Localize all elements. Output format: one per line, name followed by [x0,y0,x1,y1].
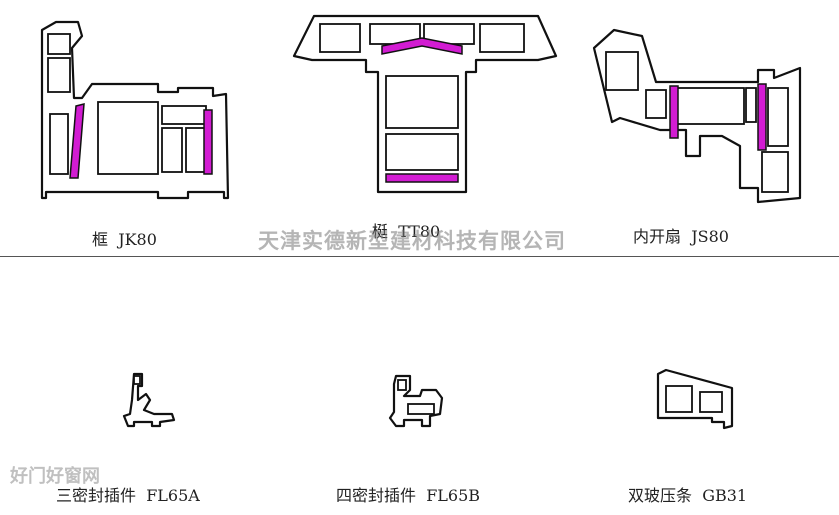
frame-code: JK80 [118,230,157,249]
mullion-name: 梃 [372,222,389,241]
insert-b-code: FL65B [426,486,481,505]
frame-profile-jk80 [40,20,230,200]
insert-profile-fl65b [388,374,444,428]
mullion-code: TT80 [398,222,441,241]
glazing-bead-name: 双玻压条 [628,486,693,505]
insert-profile-fl65a [122,372,176,428]
frame-name: 框 [92,230,109,249]
section-divider [0,256,839,257]
insert-a-name: 三密封插件 [56,486,137,505]
sash-code: JS80 [691,227,729,246]
sash-profile-js80 [592,28,802,204]
glazing-bead-gb31 [656,368,734,430]
company-watermark: 天津实德新型建材科技有限公司 [258,229,566,253]
glazing-bead-code: GB31 [702,486,748,505]
sash-caption: 内开扇 JS80 [633,223,729,247]
insert-b-name: 四密封插件 [336,486,417,505]
insert-b-caption: 四密封插件 FL65B [336,482,480,506]
glazing-bead-caption: 双玻压条 GB31 [628,482,747,506]
mullion-profile [292,14,558,194]
mullion-caption: 梃 TT80 [372,218,440,242]
frame-caption: 框 JK80 [92,226,157,250]
insert-a-code: FL65A [146,486,200,505]
site-watermark: 好门好窗网 [10,466,100,487]
insert-a-caption: 三密封插件 FL65A [56,482,200,506]
sash-name: 内开扇 [633,227,682,246]
